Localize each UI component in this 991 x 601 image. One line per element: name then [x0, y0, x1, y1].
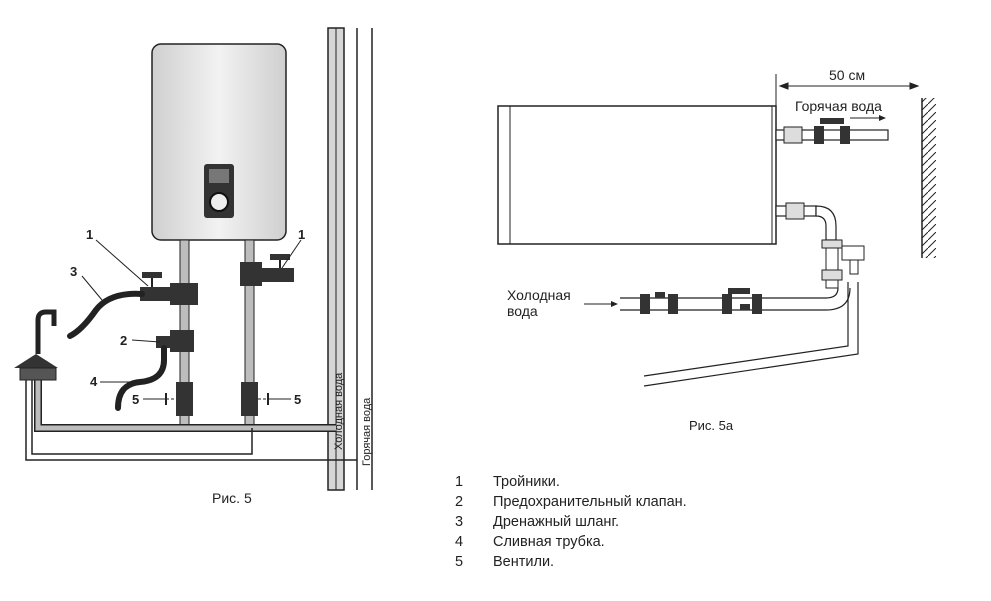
legend-number: 3	[455, 514, 464, 530]
callout-1-right: 1	[298, 227, 305, 242]
parts-legend: 1 Тройники. 2 Предохранительный клапан. …	[455, 472, 687, 572]
legend-text: Вентили.	[493, 554, 555, 570]
cold-water-label-line2: вода	[507, 303, 538, 319]
legend-item: 5 Вентили.	[455, 552, 687, 572]
cold-water-inlet	[775, 202, 865, 289]
drain-tube	[115, 345, 167, 411]
legend-text: Тройники.	[493, 474, 560, 490]
tank-side-view	[497, 105, 777, 245]
callout-3: 3	[70, 264, 77, 279]
mixer-faucet	[14, 309, 58, 381]
legend-item: 1 Тройники.	[455, 472, 687, 492]
legend-number: 4	[455, 534, 464, 550]
safety-valve	[156, 330, 194, 352]
callout-5-left: 5	[132, 392, 139, 407]
hot-water-label: Горячая вода	[795, 98, 882, 114]
legend-number: 1	[455, 474, 464, 490]
legend-item: 4 Сливная трубка.	[455, 532, 687, 552]
hot-water-outlet	[775, 118, 889, 144]
tee-fitting-hot	[240, 254, 294, 286]
supply-lines	[25, 372, 357, 461]
stop-valve-cold	[165, 382, 193, 416]
callout-4: 4	[90, 374, 98, 389]
figure-5a-caption: Рис. 5а	[689, 418, 734, 433]
callout-5-right: 5	[294, 392, 301, 407]
figure-5a: 50 см Горячая вода	[497, 67, 936, 433]
cold-water-riser-label: Холодная вода	[333, 372, 345, 450]
dimension-50cm	[775, 74, 920, 106]
cold-water-label-line1: Холодная	[507, 287, 571, 303]
figure-5-caption: Рис. 5	[212, 490, 252, 506]
legend-text: Дренажный шланг.	[493, 514, 619, 530]
leader-lines	[81, 239, 302, 400]
drain-hose	[67, 290, 145, 339]
cold-water-arrow	[584, 301, 618, 307]
legend-number: 2	[455, 494, 464, 510]
water-heater-tank	[151, 43, 287, 241]
hot-water-arrow	[850, 115, 886, 121]
legend-item: 2 Предохранительный клапан.	[455, 492, 687, 512]
callout-2: 2	[120, 333, 127, 348]
legend-item: 3 Дренажный шланг.	[455, 512, 687, 532]
distance-label: 50 см	[829, 67, 865, 83]
figure-5: 1 1 3 2 4 5 5 Холодная вода Горячая вода…	[14, 27, 373, 506]
tee-fitting-cold	[140, 272, 198, 305]
callout-1-left: 1	[86, 227, 93, 242]
hot-water-riser-label: Горячая вода	[361, 397, 373, 466]
stop-valve-hot	[241, 382, 269, 416]
wall	[921, 98, 936, 258]
drain-line	[643, 282, 859, 387]
legend-number: 5	[455, 554, 464, 570]
wall-risers	[327, 27, 373, 491]
legend-text: Сливная трубка.	[493, 534, 605, 550]
legend-text: Предохранительный клапан.	[493, 494, 687, 510]
cold-supply-pipe	[620, 287, 851, 314]
